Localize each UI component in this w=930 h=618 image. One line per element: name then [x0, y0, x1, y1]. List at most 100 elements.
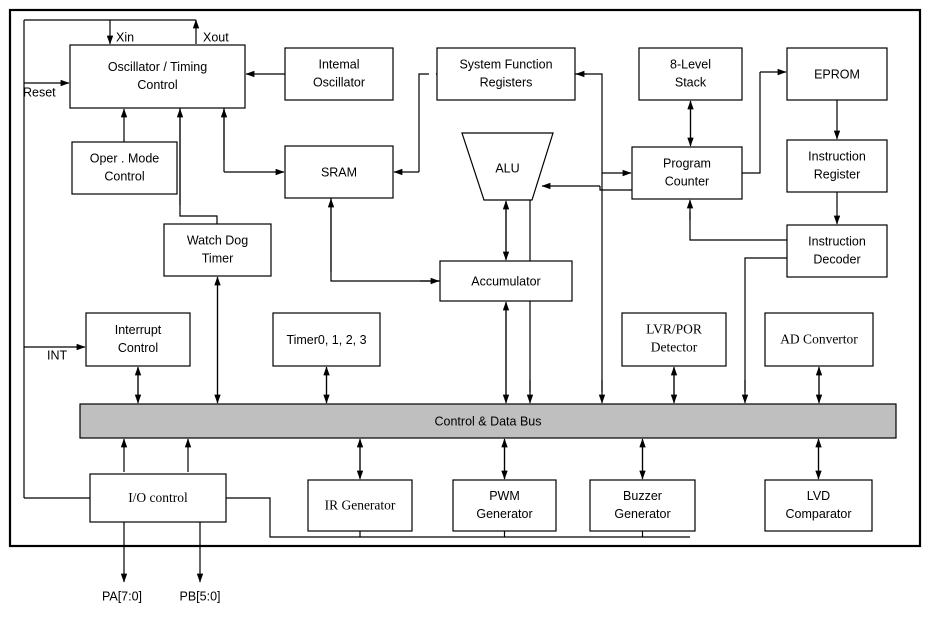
signal-wire — [744, 257, 787, 392]
block-box — [786, 224, 888, 278]
block-box — [786, 139, 888, 193]
block-label-line1: LVR/POR — [646, 322, 702, 337]
block-timers[interactable]: Timer0, 1, 2, 3 — [272, 312, 381, 367]
block-box — [163, 223, 272, 277]
block-label: EPROM — [814, 67, 860, 81]
chip-outline — [8, 8, 922, 548]
pin-label-xout: Xout — [203, 30, 229, 44]
signal-wire — [742, 72, 761, 174]
block-box — [272, 312, 381, 367]
block-label-line1: Oscillator / Timing — [108, 60, 207, 74]
block-ir_generator[interactable]: IR Generator — [307, 479, 413, 532]
pin-label-pb: PB[5:0] — [180, 589, 221, 603]
block-label-line1: Instruction — [808, 234, 866, 248]
block-box — [452, 479, 557, 532]
block-lvr_por[interactable]: LVR/POR Detector — [621, 312, 727, 367]
block-label-line2: Registers — [480, 75, 533, 89]
signal-wire — [418, 73, 429, 172]
block-label-line1: Program — [663, 156, 711, 170]
block-box — [85, 312, 191, 367]
block-label-line2: Detector — [651, 340, 698, 355]
block-label-line1: Intemal — [319, 57, 360, 71]
block-accumulator[interactable]: Accumulator — [439, 260, 573, 302]
block-box — [284, 47, 394, 101]
block-label-line1: Buzzer — [623, 489, 662, 503]
block-label-line2: Control — [104, 169, 144, 183]
block-label-line2: Control — [118, 341, 158, 355]
block-label: IR Generator — [325, 498, 396, 513]
block-label-line2: Oscillator — [313, 75, 365, 89]
block-box — [631, 146, 743, 200]
bus-layer: Control & Data Bus — [79, 403, 897, 439]
pin-label-pa: PA[7:0] — [102, 589, 142, 603]
block-label: AD Convertor — [780, 332, 858, 347]
block-pwm_generator[interactable]: PWM Generator — [452, 479, 557, 532]
block-box — [589, 479, 696, 532]
block-ad_convertor[interactable]: AD Convertor — [764, 312, 874, 367]
block-label-line2: Register — [814, 167, 861, 181]
block-box — [638, 47, 743, 101]
block-io_control[interactable]: I/O control — [89, 473, 227, 523]
block-sram[interactable]: SRAM — [284, 145, 394, 199]
block-label-line1: PWM — [489, 489, 520, 503]
pin-label-int: INT — [47, 348, 68, 362]
block-label-line1: Interrupt — [115, 323, 162, 337]
block-label-line1: Instruction — [808, 149, 866, 163]
block-label-line1: System Function — [459, 57, 552, 71]
block-label-line1: LVD — [807, 489, 830, 503]
block-label-line2: Generator — [476, 507, 532, 521]
block-label-line2: Timer — [202, 251, 233, 265]
signal-wire — [330, 198, 440, 282]
block-label-line2: Decoder — [813, 252, 860, 266]
block-box — [621, 312, 727, 367]
block-label-line2: Stack — [675, 75, 707, 89]
block-label-line2: Generator — [614, 507, 670, 521]
block-box — [764, 312, 874, 367]
block-label-line2: Counter — [665, 174, 709, 188]
alu-label: ALU — [495, 161, 519, 175]
block-alu[interactable]: ALU — [461, 132, 554, 201]
signal-wire — [575, 73, 603, 173]
block-box — [69, 44, 246, 109]
bus-label: Control & Data Bus — [435, 414, 542, 428]
block-label-line1: Watch Dog — [187, 233, 248, 247]
pin-label-reset: Reset — [23, 85, 56, 99]
block-box — [71, 141, 178, 195]
block-box — [307, 479, 413, 532]
block-label: SRAM — [321, 165, 357, 179]
block-label: Timer0, 1, 2, 3 — [286, 333, 366, 347]
block-label-line2: Control — [137, 78, 177, 92]
block-label: I/O control — [128, 490, 188, 505]
block-box — [764, 479, 873, 532]
block-eprom[interactable]: EPROM — [786, 47, 888, 101]
block-box — [439, 260, 573, 302]
alu-shape — [461, 132, 554, 201]
block-label-line1: 8-Level — [670, 57, 711, 71]
block-layer: Oscillator / TimingControlIntemalOscilla… — [69, 44, 888, 532]
block-label-line1: Oper . Mode — [90, 151, 160, 165]
block-box — [786, 47, 888, 101]
signal-wire — [689, 212, 787, 241]
signal-wire — [599, 186, 632, 191]
pin-label-xin: Xin — [116, 30, 134, 44]
block-box — [436, 47, 576, 101]
block-box — [284, 145, 394, 199]
block-label: Accumulator — [471, 274, 540, 288]
wire-layer — [23, 19, 841, 583]
signal-wire — [226, 497, 690, 538]
